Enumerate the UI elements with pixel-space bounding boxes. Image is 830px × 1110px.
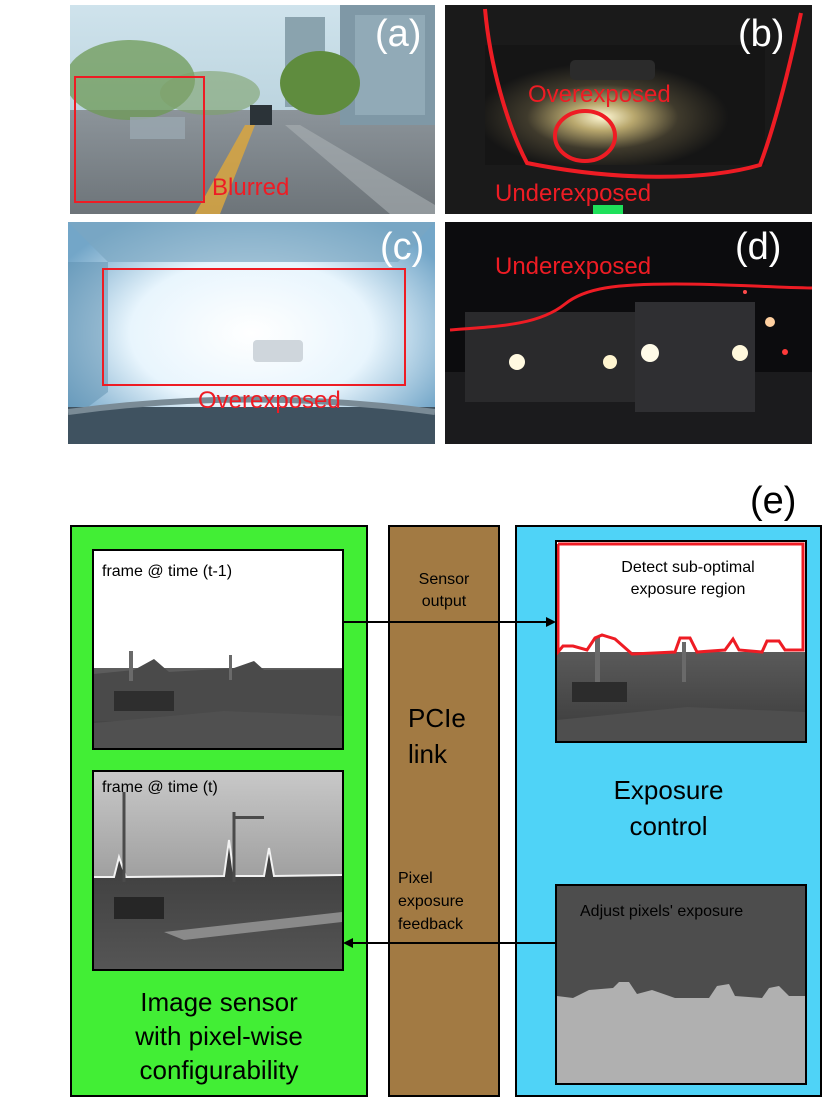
car-interior-image: [445, 5, 812, 214]
image-sensor-title: Image sensor with pixel-wise configurabi…: [70, 985, 368, 1087]
adjust-exposure-label: Adjust pixels' exposure: [580, 903, 744, 920]
frame-curr: [92, 770, 344, 971]
sensor-output-line-2: output: [421, 593, 467, 610]
image-sensor-title-line-2: with pixel-wise: [135, 1021, 303, 1051]
blurred-region-box: [74, 76, 205, 203]
overexposed-annotation-c: Overexposed: [198, 387, 341, 414]
sensor-output-line-1: Sensor: [418, 571, 470, 588]
panel-c-label: (c): [380, 226, 425, 268]
pcie-link-title: PCIe link: [408, 700, 466, 772]
blurred-street-image: [70, 5, 435, 214]
pcie-link-title-line-2: link: [408, 739, 448, 769]
exposure-mask-image: [557, 982, 805, 1083]
frame-prev-label: frame @ time (t-1): [102, 563, 233, 580]
adjust-frame: [555, 884, 807, 1085]
underexposed-annotation-b: Underexposed: [495, 180, 652, 207]
panel-b-label: (b): [738, 13, 785, 55]
panel-d-label: (d): [735, 226, 782, 268]
panel-c-tunnel-photo: (c) Overexposed: [68, 222, 435, 444]
detect-region-label: Detect sub-optimal exposure region: [555, 557, 807, 601]
night-traffic-image: [445, 222, 812, 444]
panel-d-night-traffic-photo: (d) Underexposed: [445, 222, 812, 444]
underexposed-annotation-d: Underexposed: [495, 253, 652, 280]
overexposed-annotation-b: Overexposed: [528, 81, 671, 108]
detect-region-line-1: Detect sub-optimal: [621, 559, 755, 576]
panel-a-label: (a): [375, 13, 422, 55]
sensor-output-label: Sensor output: [388, 569, 500, 613]
image-sensor-title-line-3: configurability: [139, 1055, 299, 1085]
pcie-link-title-line-1: PCIe: [408, 703, 466, 733]
detect-frame-image: [557, 542, 805, 741]
frame-prev-image: [94, 651, 342, 748]
pixel-exposure-feedback-line-2: exposure: [398, 893, 464, 910]
exposure-control-title-line-2: control: [629, 811, 708, 841]
frame-curr-label: frame @ time (t): [102, 779, 218, 796]
pcie-link-block: [388, 525, 500, 1097]
pixel-exposure-feedback-label: Pixel exposure feedback: [398, 867, 464, 936]
image-sensor-title-line-1: Image sensor: [140, 987, 298, 1017]
pixel-exposure-feedback-line-3: feedback: [398, 916, 463, 933]
detect-region-line-2: exposure region: [630, 581, 746, 598]
exposure-control-title-line-1: Exposure: [613, 775, 724, 805]
frame-curr-image: [94, 772, 342, 969]
frame-prev: [92, 549, 344, 750]
panel-b-exposure-photo: (b) Overexposed Underexposed: [445, 5, 812, 214]
blurred-annotation: Blurred: [212, 174, 290, 201]
detect-frame: [555, 540, 807, 743]
exposure-control-title: Exposure control: [515, 772, 822, 844]
overexposed-region-box: [102, 268, 406, 386]
tunnel-exit-image: [68, 222, 435, 444]
panel-e-label: (e): [750, 480, 797, 522]
panel-a-blurred-street-photo: (a) Blurred: [70, 5, 435, 214]
pixel-exposure-feedback-line-1: Pixel: [398, 870, 433, 887]
